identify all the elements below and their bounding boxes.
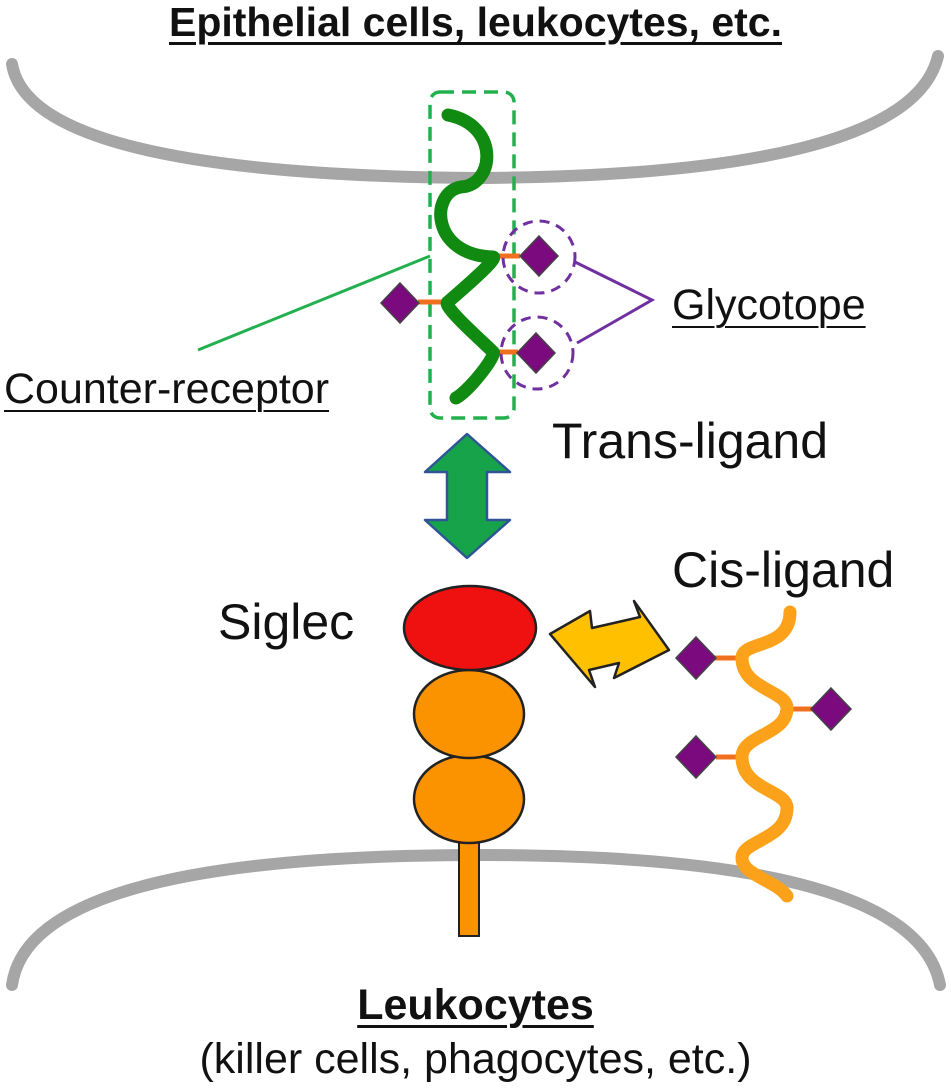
sialic-acid-diamond bbox=[674, 635, 718, 681]
glycotope-pointer bbox=[574, 260, 656, 345]
counter-receptor-protein bbox=[434, 108, 500, 405]
siglec-domain bbox=[412, 753, 526, 845]
siglec-domain bbox=[412, 668, 526, 760]
sialic-acid-diamond bbox=[515, 331, 557, 375]
sialic-acid-diamond bbox=[518, 234, 560, 278]
bottom-cell-title: Leukocytes bbox=[357, 981, 594, 1029]
cis-ligand-label: Cis-ligand bbox=[672, 542, 895, 598]
cis-ligand-protein bbox=[735, 605, 797, 903]
sialic-acid-diamond bbox=[379, 281, 421, 325]
siglec-stalk bbox=[458, 831, 480, 937]
bottom-cell-subtitle: (killer cells, phagocytes, etc.) bbox=[199, 1035, 752, 1083]
top-cell-title: Epithelial cells, leukocytes, etc. bbox=[169, 0, 782, 45]
glycotope-label: Glycotope bbox=[672, 281, 866, 329]
glycotope-circle bbox=[499, 315, 575, 391]
cis-double-arrow-icon bbox=[548, 599, 671, 689]
sialic-acid-diamond bbox=[809, 686, 853, 732]
counter-receptor-pointer bbox=[197, 254, 431, 352]
glycotope-circle bbox=[501, 219, 577, 295]
top-cell-membrane bbox=[6, 50, 944, 185]
counter-receptor-label: Counter-receptor bbox=[4, 365, 330, 413]
siglec-label: Siglec bbox=[218, 594, 355, 650]
trans-double-arrow-icon bbox=[423, 432, 512, 560]
siglec-ligand-binding-domain bbox=[402, 584, 538, 672]
sialic-acid-diamond bbox=[674, 734, 718, 780]
trans-ligand-label: Trans-ligand bbox=[552, 413, 829, 469]
